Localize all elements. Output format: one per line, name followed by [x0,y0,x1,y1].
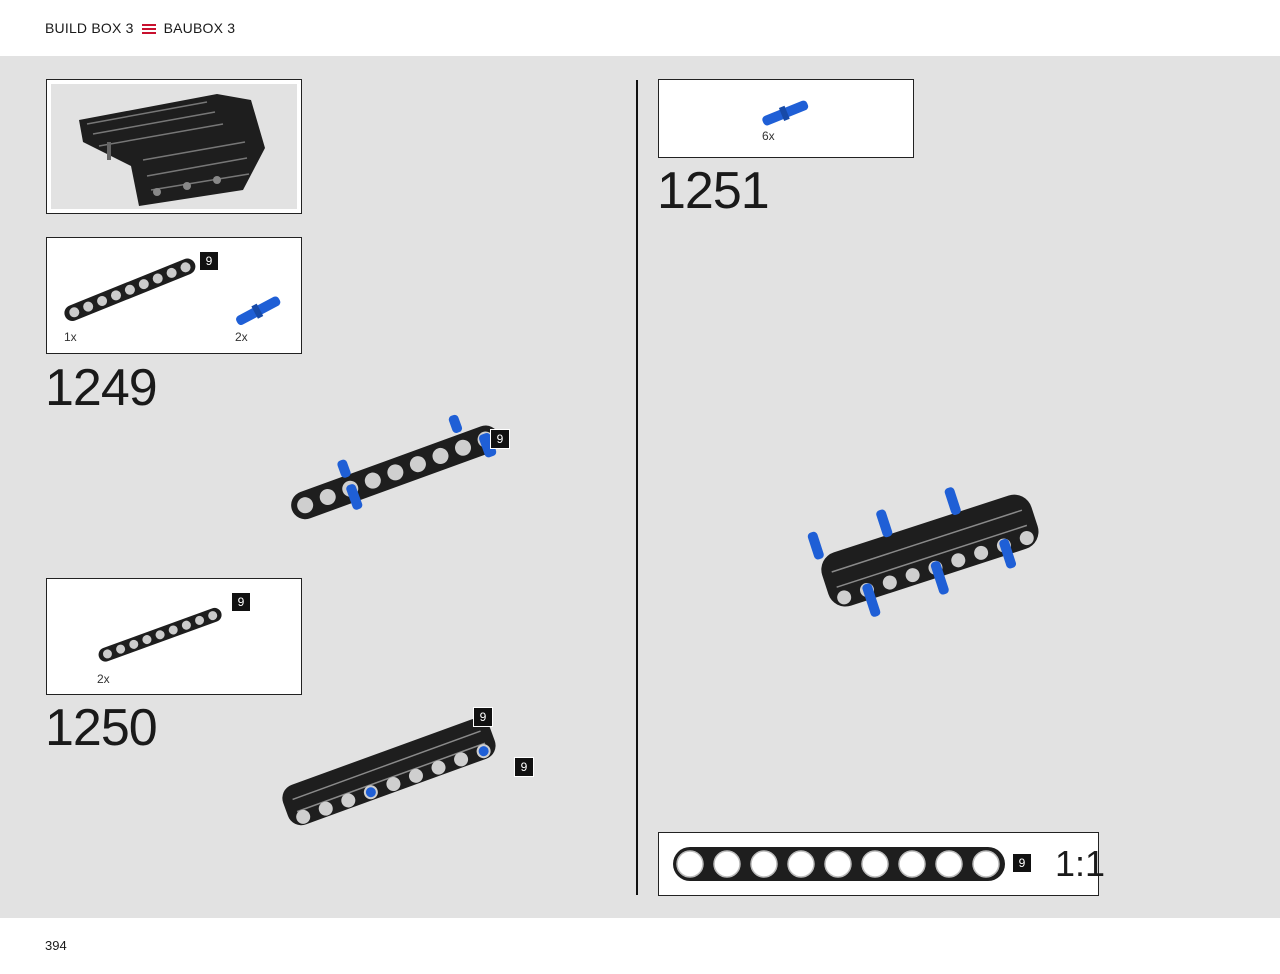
step-1250-model [282,718,496,826]
length-badge: 9 [231,592,251,612]
build-box-de: BAUBOX 3 [163,20,236,36]
step-number-1251: 1251 [657,162,770,220]
length-badge: 9 [1012,853,1032,873]
length-badge: 9 [514,757,534,777]
part-qty: 2x [97,672,110,686]
length-badge: 9 [490,429,510,449]
step-1251-model [807,487,1039,617]
beam-ruler-icon [673,847,1005,881]
scale-ruler: 9 1:1 [658,832,1105,896]
separator-icon [141,23,156,34]
parts-list-1251: 6x [658,79,914,158]
length-badge: 9 [473,707,493,727]
scale-ratio: 1:1 [1055,843,1106,884]
column-divider [636,80,638,895]
page-number: 394 [45,938,67,953]
step-number-1249: 1249 [45,359,158,417]
part-qty: 6x [762,129,775,143]
parts-list-1250: 9 2x [46,578,302,695]
build-box-en: BUILD BOX 3 [45,20,134,36]
blue-pin-icon [762,100,809,126]
page-header: BUILD BOX 3 BAUBOX 3 [0,0,1280,56]
black-beam-icon [98,607,222,662]
part-qty: 2x [235,330,248,344]
length-badge: 9 [199,251,219,271]
subassembly-preview [46,79,302,214]
parts-list-1249: 9 1x 2x [46,237,302,354]
page-footer [0,918,1280,974]
black-beam-icon [64,258,196,322]
build-box-title: BUILD BOX 3 BAUBOX 3 [45,20,235,36]
part-qty: 1x [64,330,77,344]
blue-pin-icon [236,296,281,326]
step-1249-model [291,414,500,520]
panel-assembly-icon [79,94,265,206]
step-number-1250: 1250 [45,699,158,757]
